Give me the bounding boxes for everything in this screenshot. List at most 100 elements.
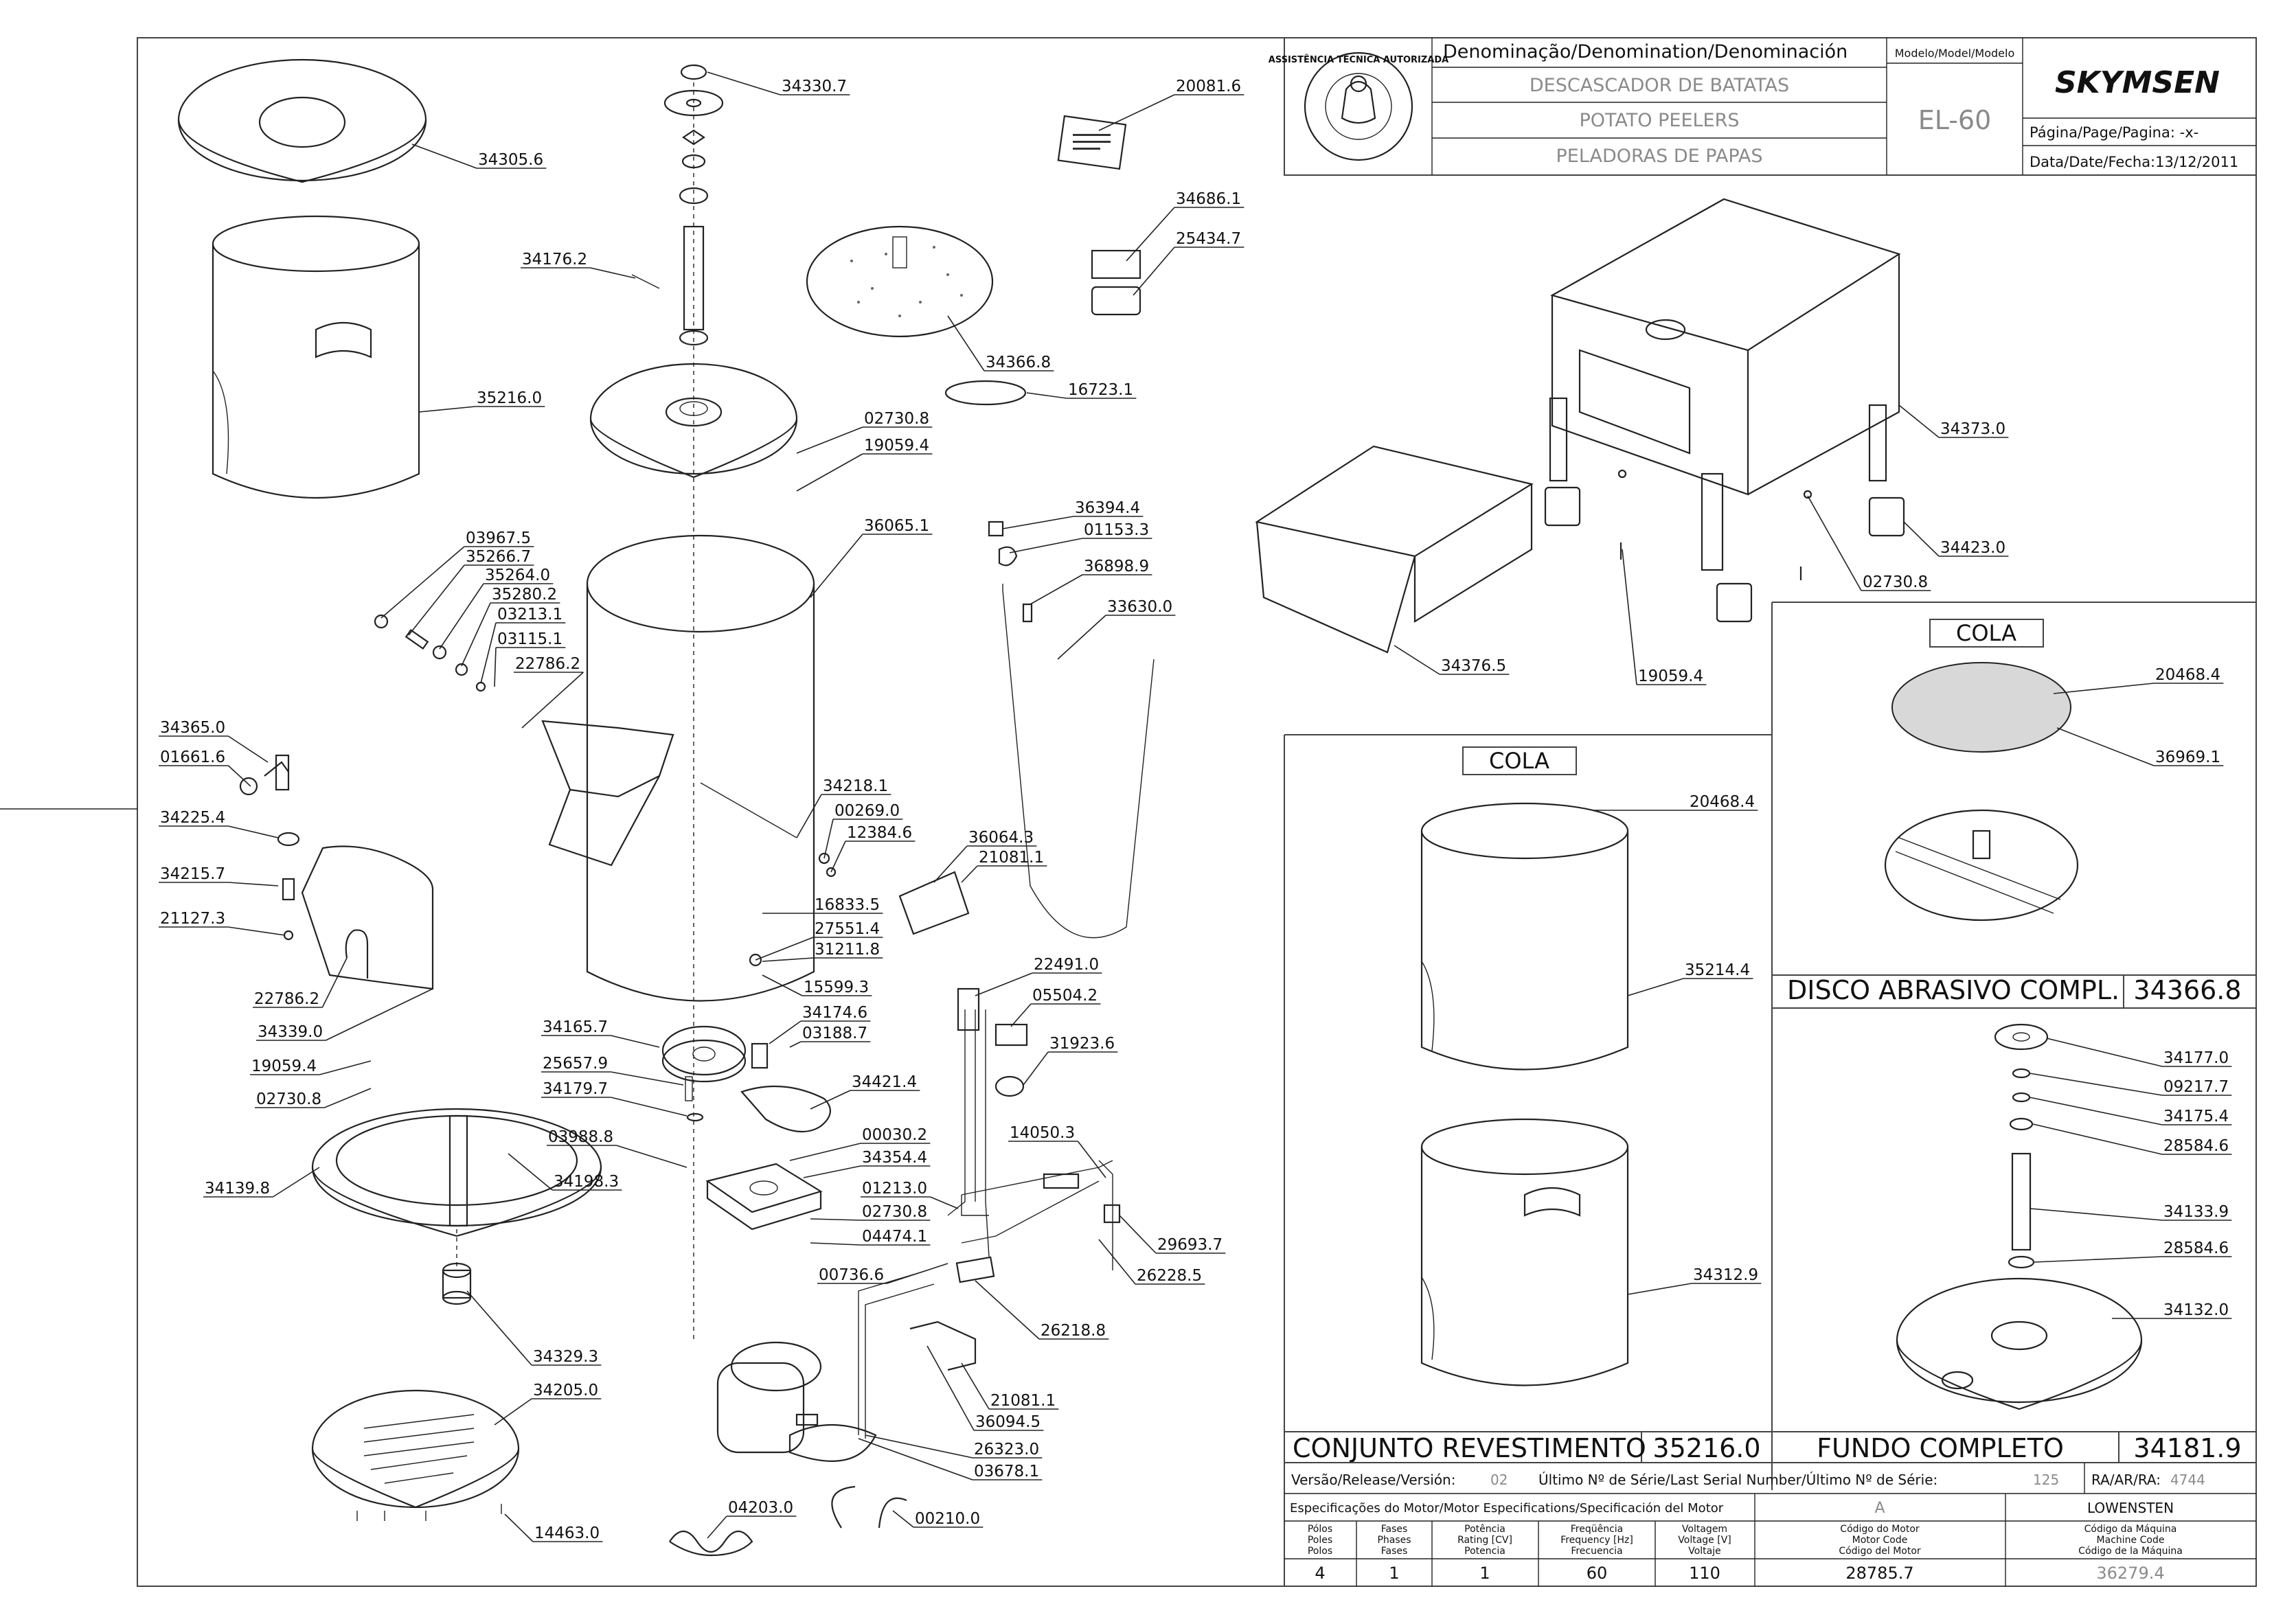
callout-leader-line bbox=[707, 71, 781, 95]
callout-leader-line bbox=[1119, 1215, 1157, 1254]
part-number-label: 35266.7 bbox=[466, 548, 531, 566]
svg-text:Frequency [Hz]: Frequency [Hz] bbox=[1560, 1535, 1633, 1546]
panel-conjunto-revestimento: COLA CONJUNTO REVESTIMENTO 35216.0 bbox=[1284, 746, 1772, 1463]
callout-leader-line bbox=[494, 1398, 532, 1426]
svg-text:Machine Code: Machine Code bbox=[2097, 1535, 2165, 1546]
part-number-label: 34176.2 bbox=[522, 251, 587, 268]
callout-leader-line bbox=[796, 453, 863, 492]
part-number-label: 34329.3 bbox=[533, 1348, 598, 1366]
callout-leader-line bbox=[1807, 495, 1862, 591]
callout-leader-line bbox=[1098, 94, 1175, 131]
part-number-label: 35214.4 bbox=[1685, 961, 1750, 979]
part-number-label: 00210.0 bbox=[915, 1510, 980, 1528]
part-number-label: 19059.4 bbox=[1638, 667, 1703, 685]
callout-leader-line bbox=[823, 819, 834, 859]
callout-leader-line bbox=[2056, 727, 2155, 766]
part-number-label: 36094.5 bbox=[975, 1413, 1041, 1431]
callout-leader-line bbox=[1627, 978, 1684, 996]
callout-leader-line bbox=[2034, 1256, 2163, 1263]
callout-leader-line bbox=[930, 1196, 959, 1209]
callout-leader-line bbox=[1098, 1239, 1136, 1285]
part-number-label: 34339.0 bbox=[258, 1023, 323, 1041]
part-number-label: 14050.3 bbox=[1010, 1124, 1075, 1142]
callout-leader-line bbox=[2053, 683, 2155, 694]
callout-leader-line bbox=[227, 735, 269, 763]
revestimento-code: 35216.0 bbox=[1652, 1433, 1760, 1463]
callout-leader-line bbox=[810, 534, 863, 598]
callout-leader-line bbox=[789, 1143, 861, 1161]
part-number-label: 34312.9 bbox=[1693, 1266, 1758, 1284]
part-number-label: 29693.7 bbox=[1157, 1236, 1223, 1254]
callout-leader-line bbox=[411, 144, 477, 169]
part-number-label: 02730.8 bbox=[862, 1203, 927, 1221]
callout-leader-line bbox=[947, 315, 985, 371]
part-number-label: 19059.4 bbox=[864, 437, 929, 455]
panel-fundo-completo: FUNDO COMPLETO 34181.9 bbox=[1772, 1023, 2256, 1463]
callout-leader-line bbox=[1002, 516, 1074, 529]
fundo-code: 34181.9 bbox=[2133, 1433, 2241, 1463]
callout-leader-line bbox=[494, 647, 497, 687]
part-number-label: 34421.4 bbox=[852, 1073, 917, 1091]
part-number-label: 34686.1 bbox=[1176, 190, 1241, 208]
callout-leader-line bbox=[755, 937, 814, 961]
callout-leader-line bbox=[504, 1513, 534, 1542]
callout-leader-line bbox=[1627, 1283, 1692, 1295]
part-number-label: 01661.6 bbox=[160, 748, 225, 766]
part-number-label: 36969.1 bbox=[2155, 748, 2220, 766]
part-number-label: 26218.8 bbox=[1041, 1322, 1106, 1340]
part-number-label: 26323.0 bbox=[974, 1441, 1039, 1459]
part-number-label: 02730.8 bbox=[256, 1090, 321, 1108]
part-number-label: 36065.1 bbox=[864, 517, 929, 535]
callout-leader-line bbox=[2030, 1208, 2163, 1221]
part-number-label: 34205.0 bbox=[533, 1382, 598, 1399]
serial-label: Último Nº de Série/Last Serial Number/Úl… bbox=[1538, 1472, 1937, 1488]
motor-rating: 1 bbox=[1479, 1564, 1490, 1583]
callout-leader-line bbox=[927, 1345, 975, 1431]
callout-leader-line bbox=[961, 1362, 990, 1410]
part-number-label: 34366.8 bbox=[986, 354, 1051, 371]
callout-leader-line bbox=[858, 1438, 973, 1480]
svg-text:Poles: Poles bbox=[1308, 1535, 1332, 1546]
motor-spec-header: Especificações do Motor/Motor Especifica… bbox=[1290, 1501, 1724, 1516]
callout-leader-line bbox=[590, 267, 636, 279]
callout-leader-line bbox=[319, 1060, 372, 1075]
callout-leader-line bbox=[272, 1167, 320, 1198]
part-number-label: 31211.8 bbox=[815, 941, 880, 959]
part-number-label: 03967.5 bbox=[466, 529, 531, 547]
title-block: ASSISTÊNCIA TÉCNICA AUTORIZADA Denominaç… bbox=[1269, 37, 2257, 176]
part-number-label: 34177.0 bbox=[2163, 1049, 2229, 1067]
ra-label: RA/AR/RA: bbox=[2091, 1472, 2161, 1488]
callout-leader-line bbox=[975, 972, 1033, 996]
part-number-label: 25657.9 bbox=[543, 1055, 608, 1073]
part-number-label: 36064.3 bbox=[968, 829, 1034, 847]
panel-disco-abrasivo: COLA DISCO ABRASIVO COMPL. 34366.8 bbox=[1772, 619, 2256, 1008]
ra-value: 4744 bbox=[2170, 1472, 2205, 1488]
callout-leader-line bbox=[762, 974, 803, 996]
part-number-label: 35280.2 bbox=[492, 586, 557, 604]
callout-leader-line bbox=[707, 1516, 727, 1539]
svg-text:Phases: Phases bbox=[1377, 1535, 1411, 1546]
callout-leader-line bbox=[228, 926, 286, 936]
part-number-label: 25434.7 bbox=[1176, 230, 1241, 248]
callout-leader-line bbox=[326, 988, 433, 1041]
callout-leader-line bbox=[228, 825, 279, 838]
callout-leader-line bbox=[1622, 549, 1637, 685]
denomination-header: Denominação/Denomination/Denominación bbox=[1443, 41, 1848, 62]
callout-leader-line bbox=[810, 1242, 861, 1246]
model-code: EL-60 bbox=[1918, 105, 1992, 135]
part-number-label: 20081.6 bbox=[1176, 78, 1241, 95]
disco-code: 34366.8 bbox=[2133, 975, 2241, 1005]
part-number-label: 34179.7 bbox=[543, 1080, 608, 1098]
part-number-label: 31923.6 bbox=[1049, 1035, 1115, 1053]
callout-leader-line bbox=[933, 845, 968, 883]
part-number-label: 01153.3 bbox=[1084, 521, 1149, 539]
part-number-label: 34330.7 bbox=[782, 78, 847, 95]
part-number-label: 22491.0 bbox=[1034, 956, 1099, 974]
part-number-label: 22786.2 bbox=[254, 990, 319, 1008]
callout-leader-line bbox=[227, 765, 251, 787]
version-value: 02 bbox=[1490, 1472, 1508, 1488]
svg-text:Pólos: Pólos bbox=[1308, 1524, 1332, 1535]
part-number-label: 28584.6 bbox=[2163, 1137, 2229, 1155]
callout-leader-line bbox=[830, 840, 846, 873]
part-number-label: 34198.3 bbox=[554, 1173, 619, 1191]
